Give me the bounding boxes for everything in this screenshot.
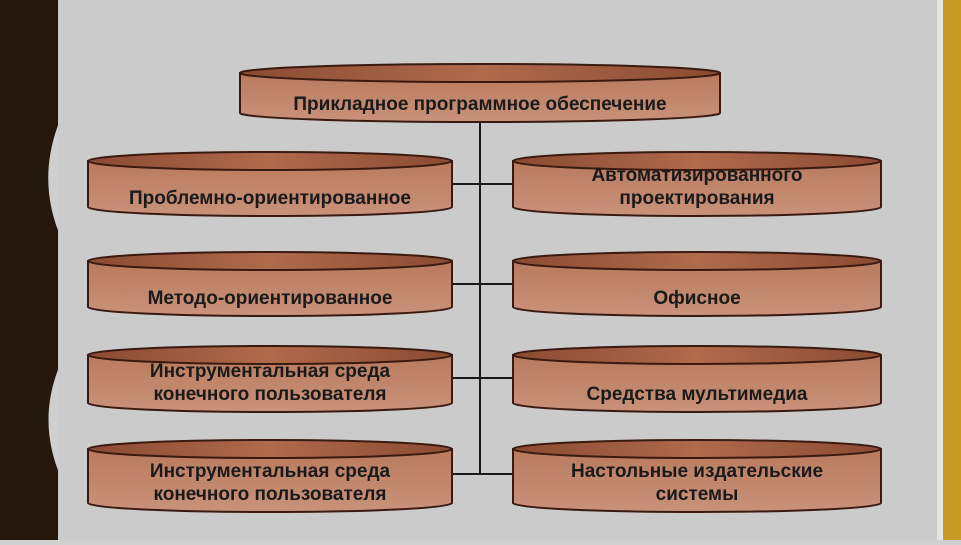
right-node-1-shape	[512, 151, 882, 217]
root-node-label: Прикладное программное обеспечение	[293, 94, 667, 115]
left-node-1-label: Проблемно-ориентированное	[129, 188, 411, 209]
right-node-2-shape	[512, 251, 882, 317]
left-node-1: Проблемно-ориентированное	[86, 150, 454, 218]
right-node-1: Автоматизированного проектирования	[511, 150, 883, 218]
root-node: Прикладное программное обеспечение	[238, 62, 722, 124]
right-node-3-label: Средства мультимедиа	[586, 384, 808, 405]
left-decorative-bar	[0, 0, 80, 540]
left-node-4-shape	[87, 439, 453, 513]
left-node-4-label: Инструментальная среда конечного пользов…	[149, 461, 391, 505]
root-node-shape	[239, 63, 721, 123]
right-node-4-label: Настольные издательские системы	[570, 461, 824, 505]
right-node-1-label: Автоматизированного проектирования	[591, 165, 803, 209]
left-node-3-shape	[87, 345, 453, 413]
left-node-3: Инструментальная среда конечного пользов…	[86, 344, 454, 414]
left-node-3-label: Инструментальная среда конечного пользов…	[149, 361, 391, 405]
left-node-1-shape	[87, 151, 453, 217]
left-node-4: Инструментальная среда конечного пользов…	[86, 438, 454, 514]
right-node-2-label: Офисное	[653, 288, 741, 309]
left-node-2-label: Методо-ориентированное	[147, 288, 393, 309]
right-node-3-shape	[512, 345, 882, 413]
left-node-2: Методо-ориентированное	[86, 250, 454, 318]
right-node-3: Средства мультимедиа	[511, 344, 883, 414]
right-node-4-shape	[512, 439, 882, 513]
right-node-2: Офисное	[511, 250, 883, 318]
right-decorative-bar	[937, 0, 961, 540]
left-node-2-shape	[87, 251, 453, 317]
right-node-4: Настольные издательские системы	[511, 438, 883, 514]
